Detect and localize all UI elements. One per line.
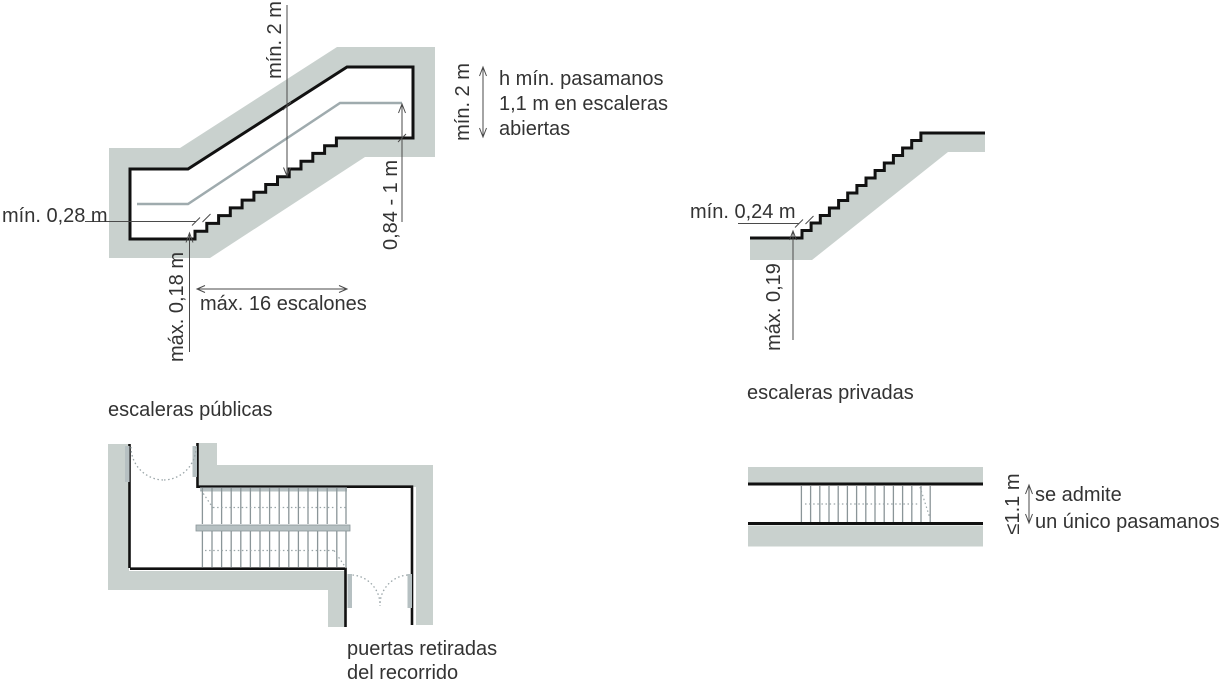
label-riser-height: máx. 0,18 m	[166, 252, 188, 362]
public-plan-caption-line2: del recorrido	[347, 662, 458, 683]
wall-line-bottom	[130, 567, 347, 627]
dim-maxsteps-arrows	[195, 285, 349, 293]
handrail-line	[137, 101, 402, 206]
dim-tread-ticks	[191, 213, 211, 226]
door-swing-arc	[130, 446, 165, 481]
label-riser-height: máx. 0,19	[763, 263, 785, 351]
private-plan-note-line1: se admite	[1035, 484, 1122, 506]
dim-headroom-arrow	[283, 167, 291, 178]
label-tread-depth: mín. 0,28 m	[2, 205, 108, 227]
door-leaf	[347, 574, 352, 608]
stair-outline	[750, 131, 985, 240]
private-stair-section: mín. 0,24 m máx. 0,19 escaleras privadas	[690, 131, 985, 404]
wall-bottom	[108, 571, 345, 627]
private-stair-plan: ≤1.1 m se admite un único pasamanos	[748, 467, 1220, 547]
wall-left	[108, 444, 129, 590]
treads	[800, 486, 931, 522]
wall-top-right	[199, 443, 433, 625]
door-leaf	[125, 446, 130, 482]
door-swing-arc	[162, 446, 197, 481]
dim-riser-arrow	[185, 231, 194, 243]
dim-handrail-tick	[397, 133, 407, 143]
dim-width-arrows	[1025, 483, 1033, 525]
landing-edge-bar	[200, 487, 347, 492]
public-plan-caption-line1: puertas retiradas	[347, 638, 497, 660]
label-max-steps: máx. 16 escalones	[200, 293, 367, 315]
private-section-caption: escaleras privadas	[747, 382, 914, 404]
wall-line-top-right	[196, 443, 414, 625]
treads-lower-flight	[201, 531, 347, 567]
walk-line-upper	[200, 489, 346, 509]
label-handrail-height: 0,84 - 1 m	[380, 160, 402, 250]
dim-tread-ticks	[794, 215, 814, 228]
public-stair-section: mín. 2 m mín. 0,28 m máx. 0,18 m máx. 16…	[2, 1, 668, 421]
label-note-line2: 1,1 m en escaleras	[499, 93, 668, 115]
wall-bottom	[748, 525, 983, 547]
public-section-caption: escaleras públicas	[108, 399, 273, 421]
door-swing-arc	[352, 574, 381, 607]
door-swing-arc	[379, 574, 408, 607]
treads-upper-flight	[201, 488, 347, 524]
center-handrail-bar	[195, 524, 351, 532]
label-note-line3: abiertas	[499, 118, 570, 140]
door-leaf	[192, 446, 197, 477]
label-note-line1: h mín. pasamanos	[499, 68, 664, 90]
wall-top	[748, 467, 983, 483]
label-headroom: mín. 2 m	[264, 1, 286, 79]
wall-band	[750, 133, 985, 260]
dim-headroom-tick	[282, 101, 292, 111]
label-storey-height: mín. 2 m	[452, 63, 474, 141]
private-plan-note-line2: un único pasamanos	[1035, 511, 1220, 533]
dim-storey-arrows	[479, 65, 487, 139]
public-stair-plan: puertas retiradas del recorrido	[108, 443, 497, 683]
walk-line	[805, 486, 932, 522]
door-leaf	[407, 574, 412, 608]
label-max-width: ≤1.1 m	[1002, 474, 1024, 535]
dim-handrail-arrow	[398, 102, 406, 114]
walk-line-lower	[205, 549, 347, 569]
label-tread-depth: mín. 0,24 m	[690, 201, 796, 223]
dim-riser-arrow	[789, 229, 797, 241]
